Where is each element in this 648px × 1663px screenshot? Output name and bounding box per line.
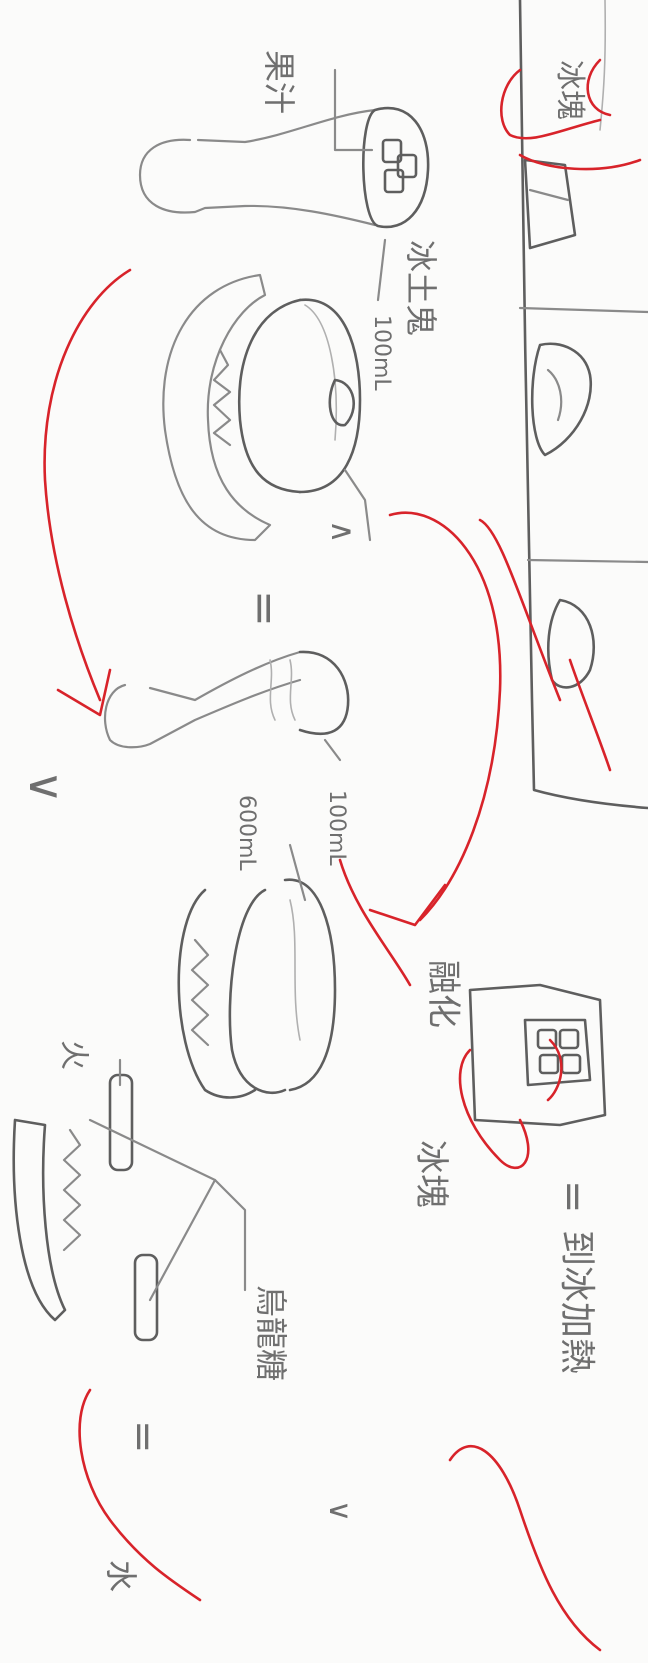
arrow-ice-down <box>378 240 385 300</box>
stove-illustration <box>14 1060 245 1340</box>
arrow-pot <box>290 845 305 900</box>
right-panel <box>520 0 648 808</box>
label-water: 水 <box>102 1560 140 1592</box>
label-sign-three: ∨ <box>322 1500 357 1522</box>
label-melt: 融化 <box>423 960 463 1028</box>
label-sugar-water: 烏龍糖 <box>252 1285 290 1381</box>
pot-illustration <box>179 880 335 1098</box>
label-volume-mid: 100mL <box>324 790 349 866</box>
label-fire: 火 <box>56 1040 91 1070</box>
label-volume-bottom: 600mL <box>234 795 259 871</box>
label-sign-two: ∨ <box>19 770 73 804</box>
bowl-illustration <box>163 275 360 540</box>
label-equals-one: = <box>239 590 290 627</box>
label-ice-block: 冰土鬼 <box>402 240 440 336</box>
water-glass-illustration <box>105 652 348 747</box>
label-equals-three: = <box>120 1420 166 1454</box>
label-sign-one: ∧ <box>324 520 362 543</box>
label-juice: 果汁 <box>260 50 298 114</box>
label-top-right: 冰塊 <box>552 60 587 120</box>
label-equals-two: = <box>550 1180 596 1214</box>
label-add-heat: 到冰加熱 <box>556 1230 597 1374</box>
arrow-glass <box>325 740 340 760</box>
label-volume-top: 100mL <box>369 315 394 391</box>
box-illustration <box>470 985 605 1125</box>
right-panel-labels: 冰塊 <box>552 60 587 120</box>
label-cold: 冰塊 <box>411 1140 451 1208</box>
